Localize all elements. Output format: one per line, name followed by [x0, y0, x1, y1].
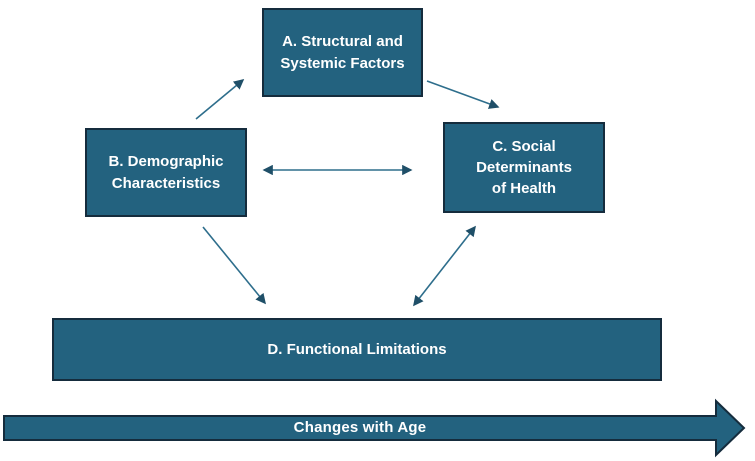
timeline-arrow-label: Changes with Age [293, 419, 427, 436]
connector-c-d-bidirectional [413, 225, 476, 307]
box-functional-limitations: D. Functional Limitations [52, 318, 662, 381]
box-c-label: C. Social Determinants of Health [476, 137, 572, 198]
box-a-label: A. Structural and Systemic Factors [280, 33, 405, 72]
box-structural-systemic-factors: A. Structural and Systemic Factors [262, 8, 423, 97]
connector-b-to-d [202, 226, 266, 305]
changes-with-age-arrow [3, 398, 746, 458]
box-demographic-characteristics: B. Demographic Characteristics [85, 128, 247, 217]
connector-b-to-a [195, 79, 245, 120]
box-b-label: B. Demographic Characteristics [108, 153, 224, 192]
connector-a-to-c [426, 80, 500, 109]
box-social-determinants-health: C. Social Determinants of Health [443, 122, 605, 213]
box-d-label: D. Functional Limitations [267, 340, 447, 358]
